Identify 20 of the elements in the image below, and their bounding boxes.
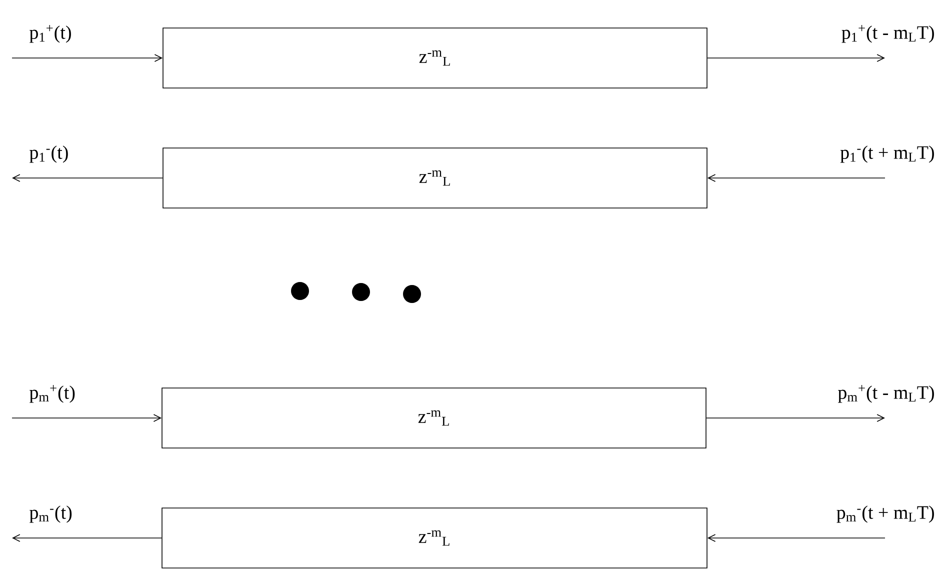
edge-label: p$_{m}$$^{-}$(t) bbox=[30, 506, 72, 523]
delay-box: z$^{-m}$L bbox=[162, 508, 708, 568]
arrow bbox=[707, 174, 886, 182]
edge-label: p$_{1}$$^{-}$(t + m$_{L}$T) bbox=[840, 146, 934, 163]
arrow bbox=[12, 414, 162, 422]
edge-label: p$_{m}$$^{-}$(t + m$_{L}$T) bbox=[836, 506, 934, 523]
arrow bbox=[12, 54, 163, 62]
delay-box: z$^{-m}$L bbox=[162, 28, 708, 88]
edge-label: p$_{1}$$^{+}$(t) bbox=[30, 24, 71, 43]
delay-box: z$^{-m}$L bbox=[162, 388, 706, 448]
arrow bbox=[12, 174, 164, 182]
delay-box: z$^{-m}$L bbox=[162, 148, 708, 208]
edge-label: p$_{m}$$^{+}$(t) bbox=[30, 384, 75, 403]
arrow bbox=[12, 534, 162, 542]
arrow bbox=[707, 534, 886, 542]
edge-label: p$_{1}$$^{+}$(t - m$_{L}$T) bbox=[842, 24, 934, 43]
arrow bbox=[707, 54, 885, 62]
edge-label: p$_{m}$$^{+}$(t - m$_{L}$T) bbox=[838, 384, 934, 403]
edge-label: p$_{1}$$^{-}$(t) bbox=[30, 146, 68, 163]
arrow bbox=[706, 414, 885, 422]
